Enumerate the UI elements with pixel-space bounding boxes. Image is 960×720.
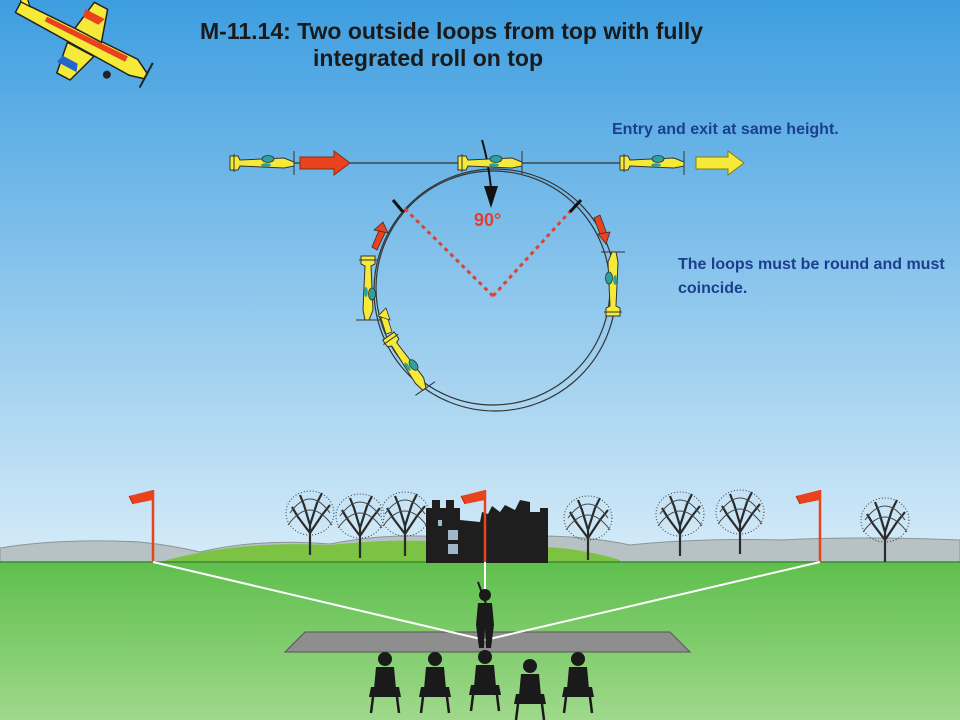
entry-arrow-icon xyxy=(299,150,351,176)
angle-label: 90° xyxy=(474,210,502,230)
pilot-silhouette-icon xyxy=(476,581,494,648)
exit-arrow-icon xyxy=(695,150,745,176)
roll-markers xyxy=(391,198,583,214)
title-line-2: integrated roll on top xyxy=(313,45,543,71)
entry-exit-note: Entry and exit at same height. xyxy=(612,121,839,138)
angle-lines xyxy=(400,204,577,298)
page-title: M-11.14: Two outside loops from top with… xyxy=(200,18,840,72)
loops-round-note: The loops must be round and must coincid… xyxy=(678,256,945,297)
direction-arrows xyxy=(371,214,611,335)
title-line-1: M-11.14: Two outside loops from top with… xyxy=(200,18,704,44)
ruined-castle-icon xyxy=(426,500,548,563)
logo-plane-icon xyxy=(14,0,154,89)
